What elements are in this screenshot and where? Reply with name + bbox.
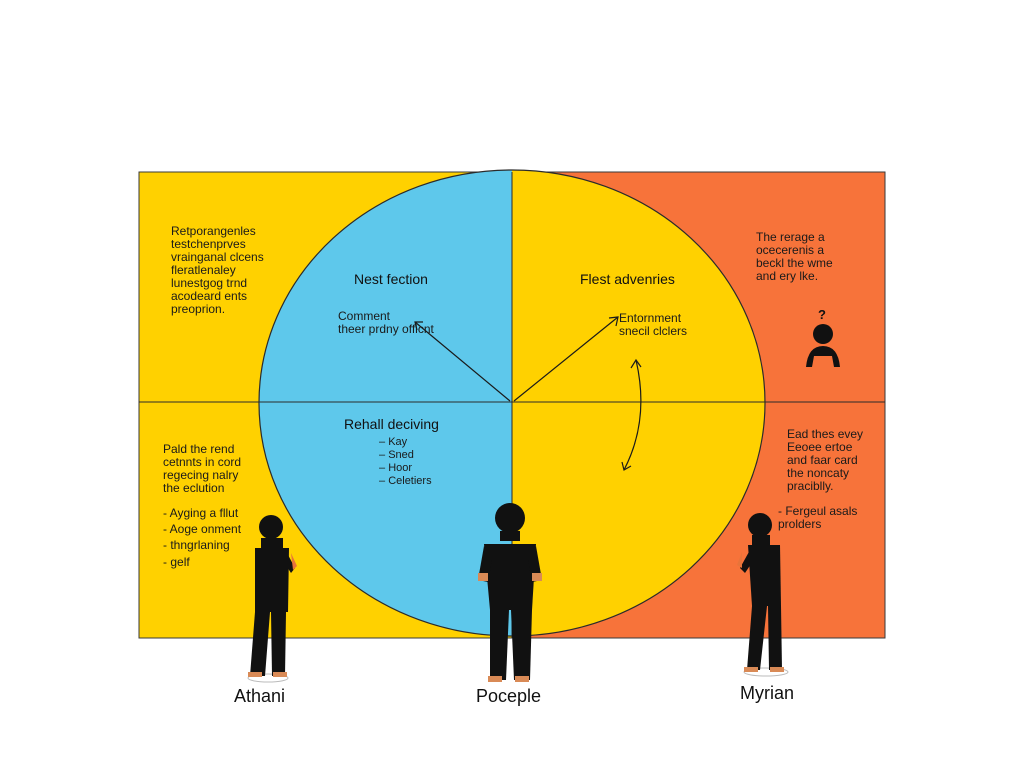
arrow-up-right: [513, 316, 619, 402]
circle-yellow-half: [512, 170, 765, 636]
circle-bullet-4: Celetiers: [379, 475, 469, 488]
person-poceple-figure: [478, 503, 542, 682]
person-name-athani: Athani: [234, 686, 286, 706]
left-bullet-4: gelf: [163, 554, 303, 570]
circle-bullet-3: Hoor: [379, 462, 469, 475]
person-myrian-figure: [737, 513, 789, 677]
circle-blue-half: [259, 170, 512, 636]
person-name-poceple: Poceple: [476, 686, 542, 706]
circle-bottom-left-list: Kay Sned Hoor Celetiers: [379, 436, 469, 488]
right-upper-text: The rerage a ocecerenis a beckl the wme …: [756, 230, 833, 283]
left-bullet-2: Aoge onment: [163, 521, 303, 537]
left-bullet-1: Ayging a fllut: [163, 505, 303, 521]
circle-top-left-heading: Nest fection: [354, 271, 428, 287]
circle-bullet-2: Sned: [379, 449, 469, 462]
circle-bottom-left-heading: Rehall deciving: [344, 416, 439, 432]
arrow-up-left: [414, 321, 511, 402]
right-bullet: - Fergeul asals prolders: [778, 504, 858, 531]
left-lower-text: Pald the rend cetnnts in cord regecing n…: [163, 442, 242, 495]
question-mark: ?: [818, 307, 826, 322]
circle-top-left-subtext: Comment theer prdny officnt: [338, 309, 434, 336]
left-bullet-list: Ayging a fllut Aoge onment thngrlaning g…: [163, 505, 303, 570]
circle-top-right-heading: Flest advenries: [580, 271, 675, 287]
circle-top-right-subtext: Entornment snecil clclers: [619, 311, 688, 338]
circle-bullet-1: Kay: [379, 436, 469, 449]
left-bullet-3: thngrlaning: [163, 537, 303, 553]
left-upper-text: Retporangenles testchenprves vrainganal …: [171, 224, 264, 316]
right-lower-text: Ead thes evey Eeoee ertoe and faar card …: [787, 427, 864, 493]
arrow-curved: [621, 358, 642, 471]
right-bullet-text: Fergeul asals prolders: [778, 504, 858, 531]
confused-person-icon: [806, 324, 840, 367]
person-name-myrian: Myrian: [740, 683, 795, 703]
